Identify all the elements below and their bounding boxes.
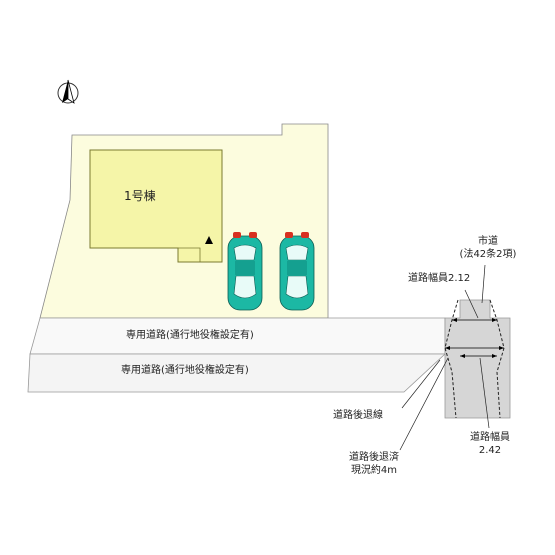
private-road-upper-label: 専用道路(通行地役権設定有): [126, 330, 254, 341]
road-width-lower-label-line2: 2.42: [478, 445, 502, 456]
leader-setback-done: [399, 357, 449, 451]
road-width-lower-label-line1: 道路幅員: [470, 432, 510, 443]
building-label: 1号棟: [124, 189, 156, 203]
road-width-lower-arrow: [460, 354, 497, 358]
setback-line-left: [444, 299, 459, 419]
leader-width-upper: [464, 289, 479, 319]
public-road: [444, 299, 511, 419]
road-width-mid-arrow: [445, 346, 504, 350]
leader-width-lower: [479, 357, 490, 429]
setback-done-label-line1: 道路後退済: [349, 452, 399, 463]
leader-public-road: [481, 264, 486, 304]
north-compass-icon: [57, 79, 79, 104]
car-top-view-icon: [279, 232, 315, 311]
public-road-label-line2: (法42条2項): [459, 249, 517, 260]
entry-step: [178, 247, 201, 262]
building-footprint: [89, 149, 223, 263]
car-top-view-icon: [227, 232, 263, 311]
private-road-lower: [27, 353, 447, 393]
public-road-label-line1: 市道: [478, 236, 498, 247]
setback-line-label: 道路後退線: [333, 410, 383, 421]
triangle-up-icon: [205, 236, 213, 244]
private-road-lower-label: 専用道路(通行地役権設定有): [121, 365, 249, 376]
road-width-upper-arrow: [452, 318, 497, 322]
road-width-upper-label: 道路幅員2.12: [408, 273, 471, 284]
setback-done-label-line2: 現況約4m: [350, 465, 398, 476]
leader-setback-line: [401, 359, 441, 409]
